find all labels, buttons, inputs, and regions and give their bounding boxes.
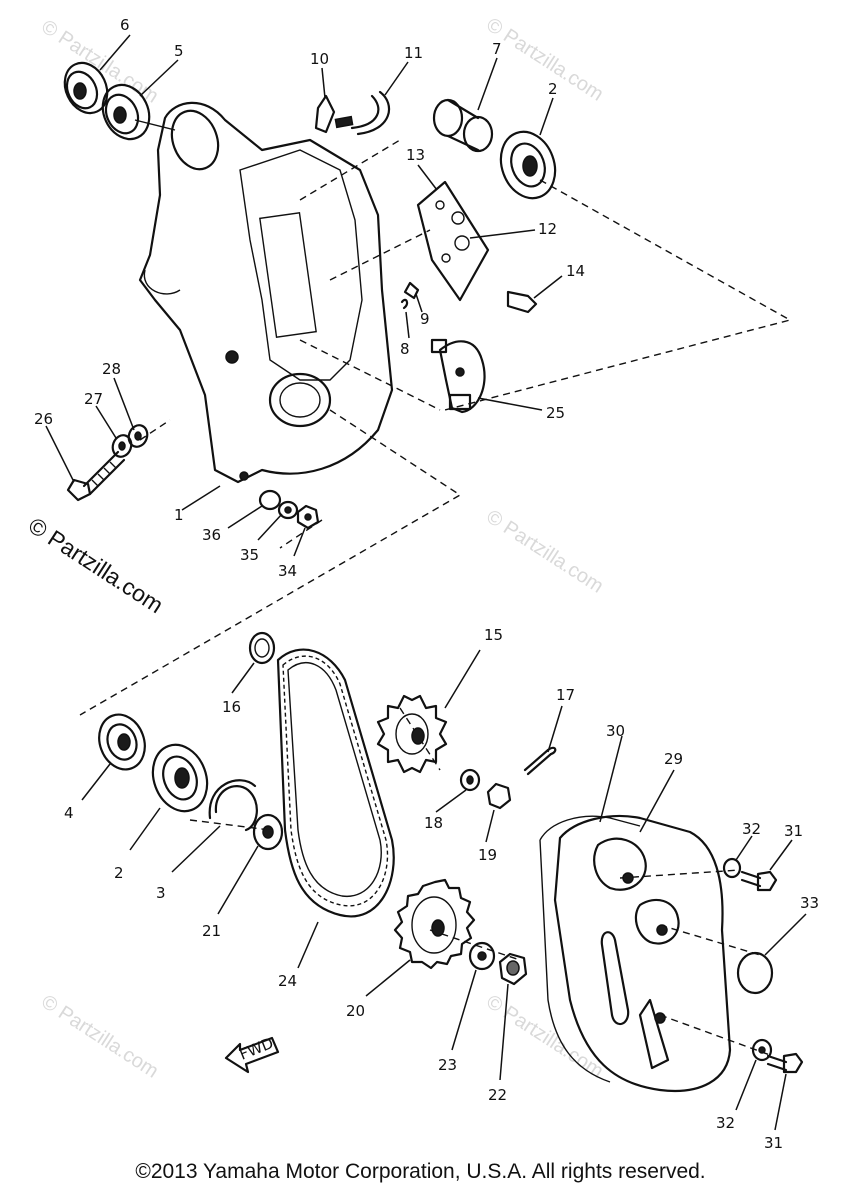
faint-watermark: © Partzilla.com [37,991,162,1083]
part-number-1: 1 [174,506,184,524]
part-number-31-bottom: 31 [764,1134,783,1152]
part-number-11: 11 [404,44,423,62]
collar-16 [248,631,276,665]
part-number-7: 7 [492,40,502,58]
chain-24 [276,648,395,918]
faint-watermarks: © Partzilla.com © Partzilla.com © Partzi… [37,14,607,1083]
part-number-34: 34 [278,562,297,580]
part-number-labels: 6 5 10 11 7 2 13 12 14 9 8 25 26 27 28 1… [34,16,819,1152]
bolt-14 [506,290,538,314]
bearing-5 [101,83,151,141]
washer-35 [277,500,299,520]
part-number-35: 35 [240,546,259,564]
part-number-8: 8 [400,340,410,358]
collar-7 [432,98,494,153]
faint-watermark: © Partzilla.com [37,16,162,108]
collar-21 [252,813,284,851]
part-number-16: 16 [222,698,241,716]
plate-12-13 [416,180,490,302]
part-number-20: 20 [346,1002,365,1020]
fwd-arrow: FWD [224,1034,280,1074]
part-number-32-top: 32 [742,820,761,838]
nut-34 [296,504,320,530]
bearing-6 [63,61,109,115]
part-number-22: 22 [488,1086,507,1104]
part-number-30: 30 [606,722,625,740]
washer-23 [468,941,496,971]
nut-22 [498,952,528,986]
washer-36 [258,489,282,511]
part-number-36: 36 [202,526,221,544]
bolt-31-top [740,870,778,892]
part-number-17: 17 [556,686,575,704]
part-number-28: 28 [102,360,121,378]
part-number-29: 29 [664,750,683,768]
part-number-24: 24 [278,972,297,990]
faint-watermark: © Partzilla.com [482,14,607,106]
part-number-2-lower: 2 [114,864,124,882]
tensioner-25 [430,338,486,414]
part-number-10: 10 [310,50,329,68]
part-number-13: 13 [406,146,425,164]
bolt-26 [66,450,126,502]
washer-32-top [722,857,742,879]
part-number-15: 15 [484,626,503,644]
sprocket-15 [376,694,448,774]
part-number-9: 9 [420,310,430,328]
bolt-10 [314,94,354,134]
part-number-19: 19 [478,846,497,864]
part-number-6: 6 [120,16,130,34]
part-number-31-top: 31 [784,822,803,840]
part-number-32-bottom: 32 [716,1114,735,1132]
part-number-21: 21 [202,922,221,940]
part-number-18: 18 [424,814,443,832]
part-number-33: 33 [800,894,819,912]
faint-watermark: © Partzilla.com [482,506,607,598]
part-number-12: 12 [538,220,557,238]
circlip-3 [208,779,258,832]
part-number-27: 27 [84,390,103,408]
washer-32-bottom [751,1038,773,1062]
part-number-23: 23 [438,1056,457,1074]
part-number-25: 25 [546,404,565,422]
cap-33 [736,951,774,995]
part-number-2-upper: 2 [548,80,558,98]
cotter-pin-17 [523,746,557,776]
axis-lines [79,139,792,1056]
part-number-5: 5 [174,42,184,60]
leader-lines [45,34,807,1131]
bearing-2-upper [499,130,557,200]
washer-28 [127,424,149,448]
pin-8-9 [400,281,420,310]
hose-11 [350,90,391,136]
copyright-notice: ©2013 Yamaha Motor Corporation, U.S.A. A… [135,1160,706,1183]
part-number-26: 26 [34,410,53,428]
bearing-2-lower [151,743,209,813]
cover-29 [539,814,732,1092]
sprocket-20 [393,878,476,970]
washer-18 [459,768,481,792]
bearing-4 [98,713,146,771]
chaincase-1 [138,101,394,484]
nut-19 [486,782,512,810]
part-number-4: 4 [64,804,74,822]
part-number-14: 14 [566,262,585,280]
washer-27 [111,434,133,458]
bolt-31-bottom [766,1052,804,1074]
part-number-3: 3 [156,884,166,902]
